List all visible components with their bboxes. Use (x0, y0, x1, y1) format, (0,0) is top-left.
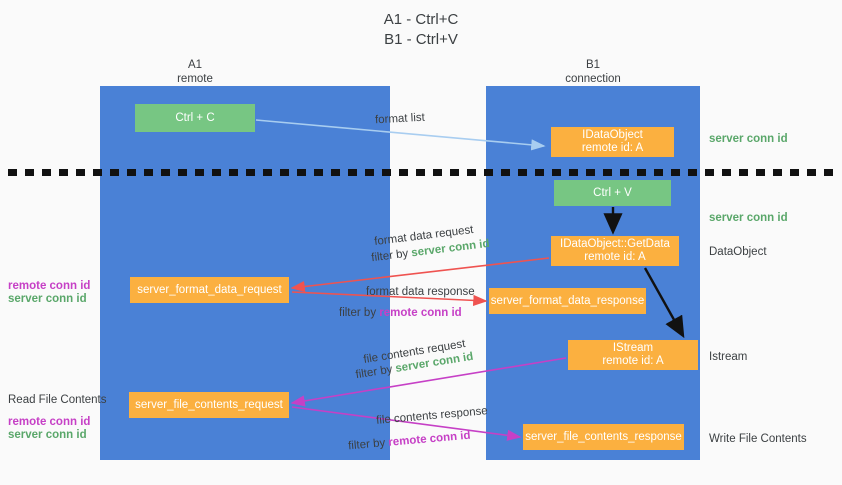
node-ctrl-c[interactable]: Ctrl + C (135, 104, 255, 132)
annotation-remote-conn-id-upper: remote conn id (8, 280, 91, 292)
edge-label-format-data-response: format data response (366, 286, 475, 298)
node-server-format-data-request[interactable]: server_format_data_request (130, 277, 289, 303)
node-server-format-data-response[interactable]: server_format_data_response (489, 288, 646, 314)
column-b1-subtitle: connection (565, 73, 621, 85)
edge-label-file-contents-response: file contents response (375, 405, 489, 427)
filter-key-remote-conn-id: remote conn id (387, 429, 472, 449)
filter-by-text: filter by (347, 437, 386, 453)
title-line-1: A1 - Ctrl+C (383, 11, 459, 28)
column-a1-subtitle: remote (177, 73, 213, 85)
page-title: A1 - Ctrl+C B1 - Ctrl+V (0, 10, 842, 50)
filter-key-remote-conn-id: remote conn id (379, 307, 462, 319)
node-ctrl-v[interactable]: Ctrl + V (554, 180, 671, 206)
column-a1-name: A1 (187, 59, 203, 71)
annotation-remote-conn-id-lower: remote conn id (8, 416, 91, 428)
node-idataobject-getdata[interactable]: IDataObject::GetData remote id: A (551, 236, 679, 266)
annotation-server-conn-id-top: server conn id (709, 133, 788, 145)
annotation-istream: Istream (709, 351, 748, 363)
annotation-server-conn-id-lower: server conn id (8, 429, 87, 441)
annotation-read-file-contents: Read File Contents (8, 394, 107, 406)
annotation-server-conn-id-upper: server conn id (8, 293, 87, 305)
column-b1-name: B1 (585, 59, 601, 71)
annotation-server-conn-id-mid: server conn id (709, 212, 788, 224)
column-header-a1: A1 remote (155, 58, 235, 86)
annotation-dataobject: DataObject (709, 246, 767, 258)
node-idataobject[interactable]: IDataObject remote id: A (551, 127, 674, 157)
column-header-b1: B1 connection (553, 58, 633, 86)
filter-by-text: filter by (370, 247, 409, 265)
node-server-file-contents-response[interactable]: server_file_contents_response (523, 424, 684, 450)
edge-label-format-data-response-filter: filter by remote conn id (339, 306, 462, 320)
phase-separator-dashed-line (8, 169, 834, 176)
node-istream[interactable]: IStream remote id: A (568, 340, 698, 370)
edge-label-format-list: format list (374, 111, 426, 127)
title-line-2: B1 - Ctrl+V (384, 31, 458, 48)
node-server-file-contents-request[interactable]: server_file_contents_request (129, 392, 289, 418)
filter-by-text: filter by (339, 307, 377, 319)
annotation-write-file-contents: Write File Contents (709, 433, 807, 445)
